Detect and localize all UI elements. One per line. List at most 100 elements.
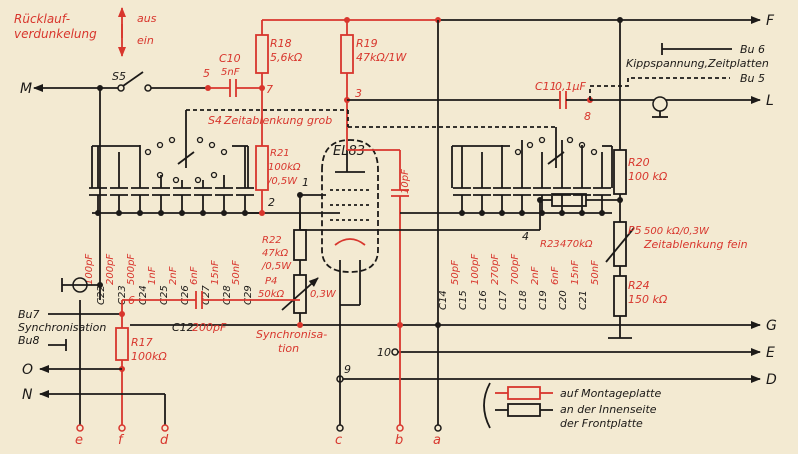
terminal-b: b bbox=[395, 433, 403, 448]
left-cap-name: C29 bbox=[243, 285, 254, 305]
right-capacitor-labels: 50pF 100pF 270pF 700pF 2nF 6nF 15nF 50nF… bbox=[438, 254, 601, 310]
C12-name: C12 bbox=[172, 321, 194, 334]
left-cap-value: 100pF bbox=[84, 254, 95, 285]
left-cap-value: 15nF bbox=[210, 260, 221, 285]
right-cap-name: C16 bbox=[478, 290, 489, 310]
terminal-D: D bbox=[766, 372, 777, 388]
bank-capacitor bbox=[593, 152, 611, 216]
left-cap-name: C26 bbox=[180, 285, 191, 305]
P4-value-2: 0,3W bbox=[310, 289, 337, 300]
R18-value: 5,6kΩ bbox=[270, 51, 303, 64]
terminal-Bu5: Bu 5 bbox=[740, 72, 765, 85]
right-cap-value: 100pF bbox=[470, 254, 481, 285]
bank-capacitor bbox=[493, 145, 511, 216]
R22-value-1: 47kΩ bbox=[262, 248, 289, 259]
bank-capacitor bbox=[236, 146, 254, 216]
m-line: M S5 bbox=[20, 70, 208, 300]
R24-value: 150 kΩ bbox=[628, 293, 668, 306]
bank-capacitor bbox=[131, 145, 149, 216]
c11-and-bus: L C11 0,1μF 8 Bu 5 Kippspannung,Zeitplat… bbox=[347, 43, 774, 123]
R22-value-2: /0,5W bbox=[261, 261, 292, 272]
right-cap-value: 2nF bbox=[530, 266, 541, 285]
left-cap-value: 2nF bbox=[168, 266, 179, 285]
R20-value: 100 kΩ bbox=[628, 170, 668, 183]
kipp-label: Kippspannung,Zeitplatten bbox=[626, 57, 769, 70]
left-cap-value: 6nF bbox=[189, 266, 200, 285]
terminal-e: e bbox=[75, 433, 83, 448]
left-cap-name: C27 bbox=[201, 285, 212, 305]
blanking-off-label: aus bbox=[137, 12, 157, 25]
right-capacitor-bank bbox=[453, 140, 611, 216]
sync-label-2: tion bbox=[278, 342, 299, 355]
legend-black-label-1: an der Innenseite bbox=[560, 403, 657, 416]
P4-value-1: 50kΩ bbox=[258, 289, 285, 300]
R17-name: R17 bbox=[131, 336, 153, 349]
left-capacitor-bank bbox=[89, 145, 254, 216]
C11-name: C11 bbox=[535, 80, 557, 93]
right-cap-name: C19 bbox=[538, 290, 549, 310]
C12-value: 200pF bbox=[192, 321, 227, 334]
right-cap-value: 700pF bbox=[510, 254, 521, 285]
terminal-O: O bbox=[22, 362, 33, 378]
resistor-R21: R21 100kΩ /0,5W 2 bbox=[255, 88, 301, 216]
capacitor-C10: C10 5nF 5 7 bbox=[203, 52, 273, 97]
left-cap-name: C25 bbox=[159, 285, 170, 305]
P4-name: P4 bbox=[265, 276, 277, 287]
right-cap-name: C20 bbox=[558, 290, 569, 310]
resistor-R22: R22 47kΩ /0,5W bbox=[261, 213, 307, 275]
bus-E: 10 E bbox=[377, 345, 775, 361]
bank-capacitor bbox=[194, 180, 212, 216]
right-cap-name: C21 bbox=[578, 290, 589, 310]
bank-capacitor bbox=[110, 152, 128, 216]
capacitor-C12: C12 200pF bbox=[119, 291, 300, 334]
left-cap-name: C23 bbox=[117, 285, 128, 305]
terminal-a: a bbox=[433, 433, 441, 448]
right-cap-name: C15 bbox=[458, 290, 469, 310]
left-cap-name: C24 bbox=[138, 285, 149, 305]
bus-D: 9 D bbox=[336, 363, 777, 388]
terminal-c: c bbox=[335, 433, 342, 448]
left-cap-name: C28 bbox=[222, 285, 233, 305]
blanking-label-1: Rücklauf- bbox=[14, 12, 70, 26]
C10pF-value: 10pF bbox=[400, 169, 411, 194]
bus-O-N: O N e f d bbox=[22, 300, 169, 448]
node-9: 9 bbox=[344, 363, 351, 376]
node-7: 7 bbox=[266, 83, 273, 96]
terminal-Bu6: Bu 6 bbox=[740, 43, 765, 56]
terminal-Bu7: Bu7 bbox=[18, 308, 40, 321]
switch-S4-right: 50pF 100pF 270pF 700pF 2nF 6nF 15nF 50nF… bbox=[400, 127, 613, 310]
R20-name: R20 bbox=[628, 156, 650, 169]
C10-name: C10 bbox=[219, 52, 241, 65]
resistor-R23: 4 R23 470kΩ bbox=[300, 193, 623, 250]
terminal-E: E bbox=[766, 345, 775, 361]
R17-value: 100kΩ bbox=[131, 350, 167, 363]
R21-name: R21 bbox=[270, 148, 290, 159]
resistor-R20: R20 100 kΩ bbox=[613, 20, 668, 222]
R22-name: R22 bbox=[262, 235, 282, 246]
terminal-M: M bbox=[20, 81, 32, 97]
top-bus-f: F bbox=[262, 13, 775, 29]
bank-capacitor bbox=[173, 180, 191, 216]
S5-name: S5 bbox=[112, 70, 126, 83]
legend-red-label: auf Montageplatte bbox=[560, 387, 661, 400]
blanking-label-2: verdunkelung bbox=[14, 27, 97, 41]
bank-capacitor bbox=[453, 146, 471, 216]
terminal-d: d bbox=[160, 433, 169, 448]
right-cap-name: C18 bbox=[518, 290, 529, 310]
node-10: 10 bbox=[377, 346, 391, 359]
R19-name: R19 bbox=[356, 37, 378, 50]
left-cap-name: C22 bbox=[96, 285, 107, 305]
bank-capacitor bbox=[152, 175, 170, 216]
R18-name: R18 bbox=[270, 37, 292, 50]
node-2: 2 bbox=[268, 196, 275, 209]
node-5: 5 bbox=[203, 67, 210, 80]
R21-value-2: /0,5W bbox=[267, 176, 298, 187]
jack-icon bbox=[652, 96, 668, 112]
right-cap-value: 50pF bbox=[450, 260, 461, 285]
right-cap-value: 270pF bbox=[490, 254, 501, 285]
terminal-G: G bbox=[766, 318, 777, 334]
switch-S4-left: S4 Zeitablenkung grob 100pF 200pF 500pF … bbox=[84, 109, 556, 305]
bank-capacitor bbox=[513, 140, 531, 216]
R23-name: R23 bbox=[540, 239, 560, 250]
